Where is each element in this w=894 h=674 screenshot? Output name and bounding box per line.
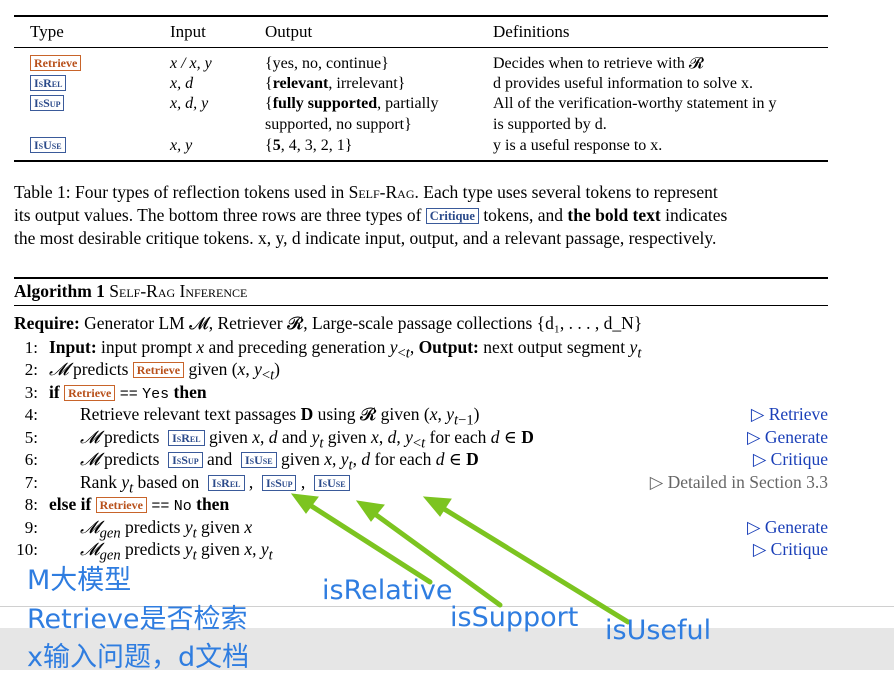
annotation-m-model: M大模型 [27, 565, 132, 596]
retrieve-token: Retrieve [132, 362, 185, 378]
table-header-output: Output [265, 22, 313, 41]
algorithm-step-9: 𝓜gen predicts yt given x [80, 517, 253, 542]
table-row: IsSup [30, 95, 65, 113]
caption-selfrag: Self-Rag [348, 182, 415, 202]
algorithm-step-10: 𝓜gen predicts yt given x, yt [80, 539, 273, 564]
isuse-token: IsUse [30, 137, 66, 153]
line-number: 2: [24, 360, 38, 379]
caption-text: . Each type uses several tokens to repre… [414, 182, 718, 202]
algorithm-step-6: 𝓜 predicts IsSup and IsUse given x, yt, … [80, 449, 479, 474]
isrel-token: IsRel [30, 75, 67, 91]
arrow-isrelative [299, 497, 433, 585]
algorithm-step-2: 𝓜 predicts Retrieve given (x, y<t) [49, 359, 280, 384]
table-header-type: Type [30, 22, 64, 41]
annotation-issupport: isSupport [450, 602, 579, 633]
comment-generate: ▷ Generate [747, 427, 828, 447]
table-cell-input: x, d [170, 75, 194, 92]
bottom-band [0, 628, 894, 670]
isrel-token: IsRel [208, 475, 245, 491]
isrel-token: IsRel [168, 430, 205, 446]
table-header-rule [14, 47, 828, 48]
comment-generate: ▷ Generate [747, 517, 828, 537]
critique-token: Critique [425, 208, 479, 224]
comment-detailed: ▷ Detailed in Section 3.3 [649, 472, 828, 492]
caption-line-3: the most desirable critique tokens. x, y… [14, 228, 717, 248]
line-number: 9: [24, 518, 38, 537]
annotation-isuseful: isUseful [605, 615, 712, 646]
caption-line-2: its output values. The bottom three rows… [14, 205, 727, 226]
table-cell-output: {fully supported, partially [265, 95, 439, 112]
comment-critique: ▷ Critique [752, 449, 828, 469]
table-row: Retrieve [30, 55, 82, 73]
table-cell-input: x, d, y [170, 95, 209, 112]
caption-text: Table 1: Four types of reflection tokens… [14, 182, 349, 202]
retrieve-token: Retrieve [64, 385, 116, 401]
algorithm-step-3: if Retrieve == Yes then [49, 382, 207, 403]
output-rest: , 4, 3, 2, 1} [280, 137, 353, 154]
line-number: 10: [16, 540, 38, 559]
bold-output: 5 [272, 137, 281, 154]
issup-token: IsSup [262, 475, 297, 491]
bold-output: fully supported [272, 95, 378, 112]
require-label: Require: [14, 313, 80, 333]
table-header-input: Input [170, 22, 206, 41]
output-rest: , irrelevant} [328, 75, 406, 92]
caption-text: its output values. The bottom three rows… [14, 205, 426, 225]
annotation-x-input: x输入问题，d文档 [27, 642, 250, 673]
algorithm-label: Algorithm 1 [14, 281, 105, 301]
table-cell-output: {5, 4, 3, 2, 1} [265, 137, 353, 154]
line-number: 7: [24, 473, 38, 492]
algorithm-header-rule [14, 305, 828, 306]
retrieve-token: Retrieve [95, 497, 147, 513]
table-row: IsRel [30, 75, 67, 93]
table-cell-definition-line2: is supported by d. [493, 116, 607, 133]
algorithm-step-7: Rank yt based on IsRel , IsSup , IsUse [80, 472, 350, 498]
line-number: 5: [24, 428, 38, 447]
table-cell-input: x / x, y [170, 55, 212, 72]
algorithm-name: Self-Rag Inference [104, 281, 248, 301]
retrieve-token: Retrieve [30, 55, 82, 71]
caption-text: tokens, and [478, 205, 568, 225]
algorithm-step-5: 𝓜 predicts IsRel given x, d and yt given… [80, 427, 534, 452]
arrow-head-isuseful [422, 496, 452, 517]
algorithm-step-4: Retrieve relevant text passages D using … [80, 404, 480, 429]
line-number: 1: [24, 338, 38, 357]
table-header-definitions: Definitions [493, 22, 570, 41]
algorithm-require: Require: Generator LM 𝓜, Retriever 𝓡, La… [14, 313, 642, 334]
bold-output: relevant [272, 75, 329, 92]
algorithm-title: Algorithm 1 Self-Rag Inference [14, 281, 247, 302]
table-cell-definition: d provides useful information to solve x… [493, 75, 753, 92]
algorithm-step-1: Input: input prompt x and preceding gene… [49, 337, 642, 362]
isuse-token: IsUse [313, 475, 350, 491]
table-cell-definition: y is a useful response to x. [493, 137, 663, 154]
caption-text: indicates [660, 205, 728, 225]
table-bottom-rule [14, 160, 828, 162]
comment-critique: ▷ Critique [752, 539, 828, 559]
algorithm-top-rule [14, 277, 828, 279]
issup-token: IsSup [168, 452, 203, 468]
caption-line-1: Table 1: Four types of reflection tokens… [14, 182, 718, 203]
require-text: Generator LM 𝓜, Retriever 𝓡, Large-scale… [79, 313, 643, 333]
table-cell-input: x, y [170, 137, 193, 154]
line-number: 6: [24, 450, 38, 469]
caption-bold-text: the bold text [567, 205, 661, 225]
table-cell-output-line2: supported, no support} [265, 116, 412, 133]
arrow-head-issupport [355, 500, 385, 522]
annotation-retrieve: Retrieve是否检索 [27, 604, 248, 635]
table-cell-definition: Decides when to retrieve with 𝓡 [493, 55, 704, 72]
line-number: 8: [24, 495, 38, 514]
comment-retrieve: ▷ Retrieve [750, 404, 828, 424]
annotation-isrelative: isRelative [322, 575, 453, 606]
line-number: 3: [24, 383, 38, 402]
isuse-token: IsUse [241, 452, 277, 468]
output-rest: , partially [377, 95, 439, 112]
line-number: 4: [24, 405, 38, 424]
issup-token: IsSup [30, 95, 65, 111]
table-cell-output: {relevant, irrelevant} [265, 75, 406, 92]
table-row: IsUse [30, 137, 66, 155]
table-cell-definition: All of the verification-worthy statement… [493, 95, 777, 112]
table-cell-output: {yes, no, continue} [265, 55, 389, 72]
table-top-rule [14, 15, 828, 17]
algorithm-step-8: else if Retrieve == No then [49, 494, 230, 515]
